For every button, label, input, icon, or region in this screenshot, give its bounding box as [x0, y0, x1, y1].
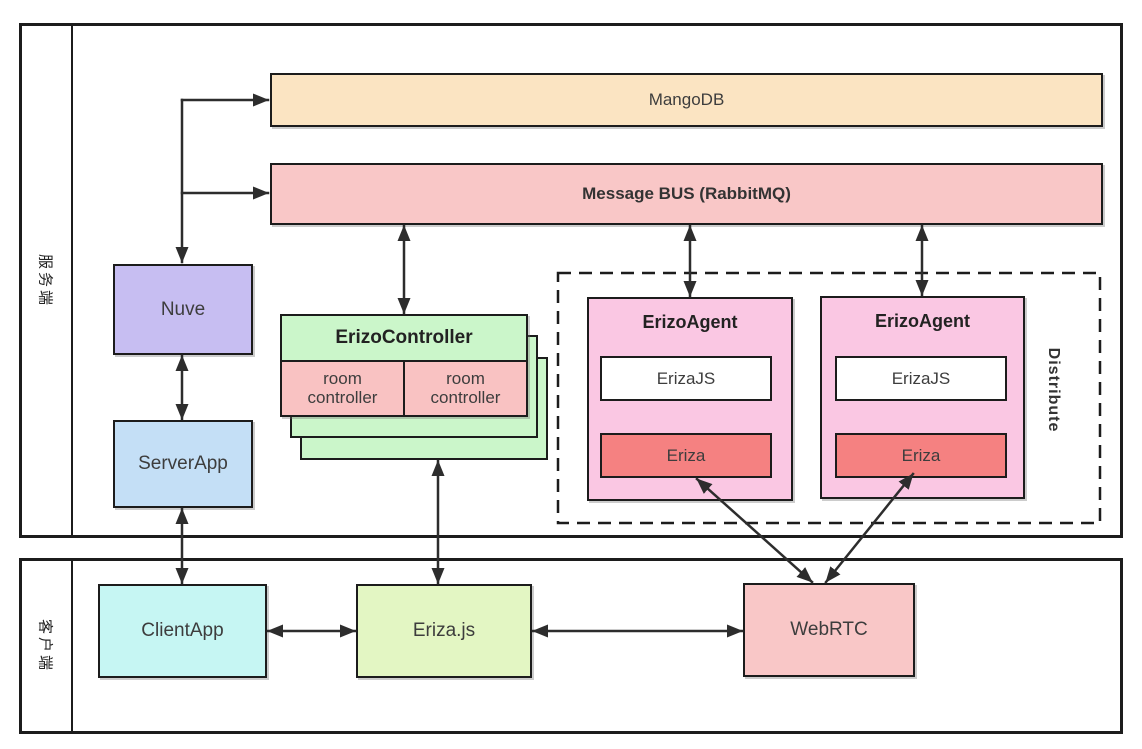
serverapp-label: ServerApp	[138, 453, 228, 474]
webrtc-box: WebRTC	[743, 583, 915, 677]
room-controller-2: room controller	[405, 362, 526, 415]
server-section-label: 服务端	[36, 253, 54, 309]
eriza-js-1-box: ErizaJS	[600, 356, 772, 401]
distribute-group-label: Distribute	[1045, 347, 1062, 433]
mangodb-label: MangoDB	[648, 90, 725, 109]
eriza-js-client-box: Eriza.js	[356, 584, 532, 678]
eriza-js-2-box: ErizaJS	[835, 356, 1007, 401]
erizo-agent-1-label: ErizoAgent	[642, 312, 738, 332]
nuve-label: Nuve	[160, 298, 206, 320]
erizo-agent-1-box: ErizoAgent ErizaJS Eriza	[587, 297, 793, 501]
nuve-box: Nuve	[113, 264, 253, 355]
erizo-agent-2-box: ErizoAgent ErizaJS Eriza	[820, 296, 1025, 499]
client-section-label: 客户端	[36, 618, 54, 674]
mangodb-box: MangoDB	[270, 73, 1103, 127]
clientapp-label: ClientApp	[141, 620, 224, 641]
server-label-divider	[71, 23, 73, 538]
erizo-controller-label: ErizoController	[282, 316, 526, 362]
erizo-controller-box: ErizoController room controller room con…	[280, 314, 528, 417]
webrtc-label: WebRTC	[790, 619, 868, 640]
message-bus-label: Message BUS (RabbitMQ)	[582, 184, 791, 203]
eriza-2-box: Eriza	[835, 433, 1007, 478]
clientapp-box: ClientApp	[98, 584, 267, 678]
message-bus-box: Message BUS (RabbitMQ)	[270, 163, 1103, 225]
room-controller-row: room controller room controller	[282, 362, 526, 415]
eriza-1-box: Eriza	[600, 433, 772, 478]
eriza-js-client-label: Eriza.js	[412, 620, 476, 641]
client-label-divider	[71, 558, 73, 734]
serverapp-box: ServerApp	[113, 420, 253, 508]
room-controller-1: room controller	[282, 362, 405, 415]
erizo-agent-2-label: ErizoAgent	[874, 311, 970, 331]
